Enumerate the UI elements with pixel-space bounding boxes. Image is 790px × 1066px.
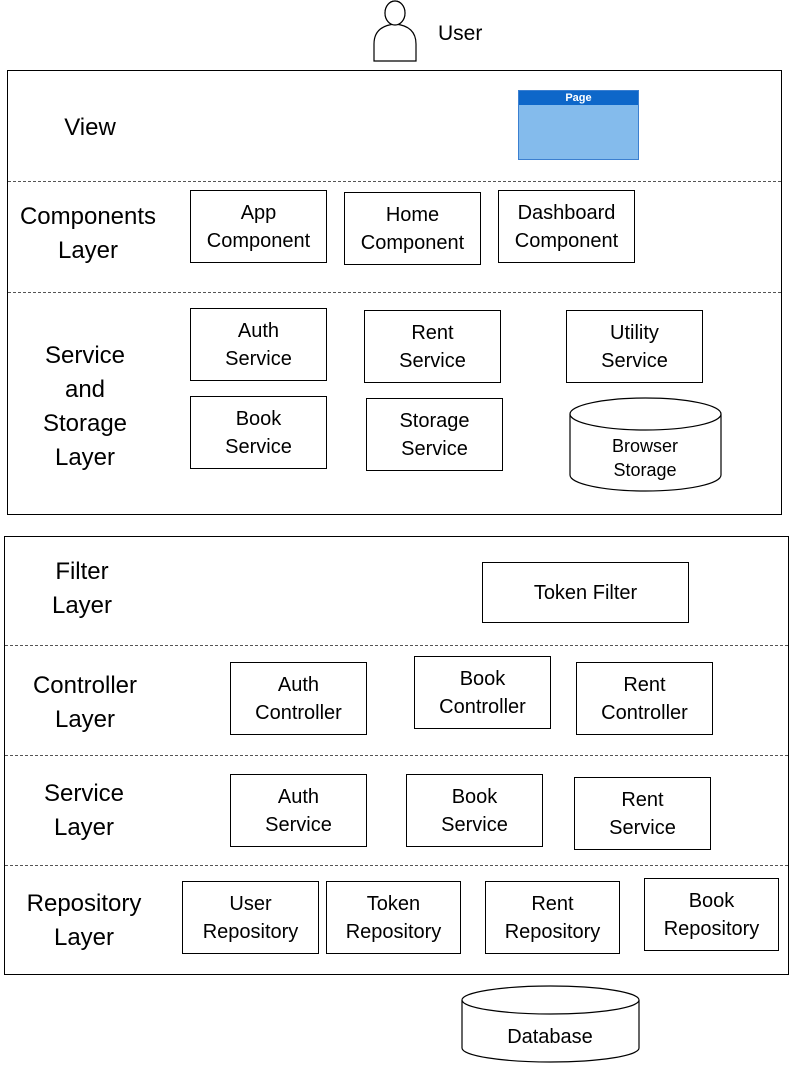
token-filter-box: Token Filter [482,562,689,623]
user-icon [373,0,417,62]
book-controller-box: Book Controller [414,656,551,729]
view-layer-label: View [64,114,116,141]
divider [5,645,788,646]
user-repository-box: User Repository [182,881,319,954]
components-layer-label: Components Layer [19,203,157,264]
page-window-title: Page [519,91,638,105]
book-service-box: Book Service [190,396,327,469]
auth-controller-box: Auth Controller [230,662,367,735]
token-repository-box: Token Repository [326,881,461,954]
user-label: User [438,22,483,45]
home-component-box: Home Component [344,192,481,265]
database-label: Database [507,1026,593,1048]
divider [8,181,781,182]
divider [5,755,788,756]
divider [5,865,788,866]
browser-storage-label: Browser Storage [611,436,678,480]
dashboard-component-box: Dashboard Component [498,190,635,263]
rent-service-box: Rent Service [364,310,501,383]
database-cylinder [461,985,640,1063]
service-layer-label: Service Layer [43,780,125,841]
repository-layer-label: Repository Layer [26,890,142,951]
service-storage-layer-label: Service and Storage Layer [42,342,128,471]
rent-repository-box: Rent Repository [485,881,620,954]
browser-storage-cylinder [569,397,722,492]
utility-service-box: Utility Service [566,310,703,383]
storage-service-box: Storage Service [366,398,503,471]
filter-layer-label: Filter Layer [51,558,113,619]
app-component-box: App Component [190,190,327,263]
book-repository-box: Book Repository [644,878,779,951]
divider [8,292,781,293]
rent-service-backend-box: Rent Service [574,777,711,850]
page-window-icon: Page [518,90,639,160]
controller-layer-label: Controller Layer [32,672,138,733]
auth-service-backend-box: Auth Service [230,774,367,847]
book-service-backend-box: Book Service [406,774,543,847]
rent-controller-box: Rent Controller [576,662,713,735]
auth-service-box: Auth Service [190,308,327,381]
